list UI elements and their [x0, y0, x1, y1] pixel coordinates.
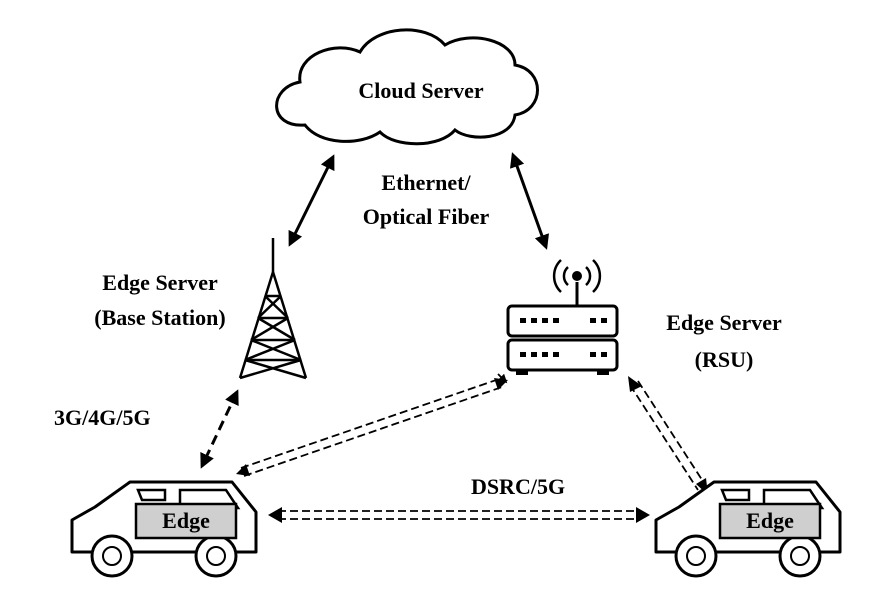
car-right-label: Edge — [746, 508, 794, 533]
car-icon — [70, 480, 258, 578]
rsu-label-line1: Edge Server — [666, 310, 782, 335]
v2v-link — [278, 510, 640, 520]
rsu-label-line2: (RSU) — [695, 347, 754, 372]
car-left-node: Edge — [70, 480, 258, 578]
car-right-node: Edge — [654, 480, 842, 578]
router-icon — [506, 259, 619, 375]
base-station-label-line1: Edge Server — [102, 270, 218, 295]
car-icon — [654, 480, 842, 578]
cloud-server-label: Cloud Server — [358, 78, 484, 103]
backhaul-link-right — [509, 152, 550, 250]
cell-tower-icon — [238, 238, 308, 380]
cloud-icon — [275, 28, 539, 146]
rsu-car-arrowhead-start — [628, 376, 642, 392]
base-station-node: Edge Server (Base Station) — [94, 238, 308, 380]
backhaul-label-line1: Ethernet/ — [381, 170, 471, 195]
backhaul-link-left — [288, 154, 335, 247]
car-rsu-arrowhead-end — [494, 378, 508, 390]
backhaul-label-line2: Optical Fiber — [363, 204, 490, 229]
v2v-label: DSRC/5G — [471, 474, 565, 499]
v2v-arrowhead-start — [268, 507, 282, 523]
car-rsu-link — [240, 373, 508, 477]
car-rsu-arrowhead-start — [236, 464, 250, 476]
rsu-car-link — [629, 380, 707, 491]
cloud-server-node: Cloud Server — [275, 28, 539, 146]
v2v-arrowhead-end — [636, 507, 650, 523]
cellular-link — [200, 389, 239, 469]
cellular-label: 3G/4G/5G — [54, 405, 151, 430]
rsu-node: Edge Server (RSU) — [506, 259, 782, 375]
base-station-label-line2: (Base Station) — [94, 305, 225, 330]
car-left-label: Edge — [162, 508, 210, 533]
